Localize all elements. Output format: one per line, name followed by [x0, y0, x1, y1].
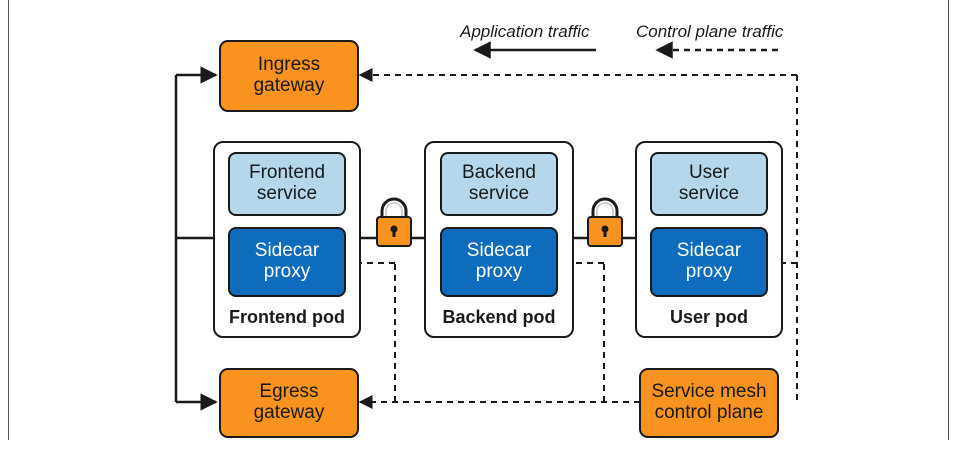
frontend-sidecar-proxy: Sidecar proxy [228, 227, 346, 297]
egress-gateway: Egress gateway [219, 368, 359, 438]
frontend-pod-label: Frontend pod [229, 307, 345, 327]
user-service: User service [650, 152, 768, 216]
legend-control-plane-traffic: Control plane traffic [636, 22, 784, 41]
legend-application-traffic: Application traffic [460, 22, 590, 41]
user-sidecar-proxy: Sidecar proxy [650, 227, 768, 297]
ingress-gateway: Ingress gateway [219, 40, 359, 112]
backend-sidecar-proxy: Sidecar proxy [440, 227, 558, 297]
lock-icon [587, 197, 623, 247]
frontend-service: Frontend service [228, 152, 346, 216]
lock-icon [376, 197, 412, 247]
service-mesh-control-plane: Service mesh control plane [639, 368, 779, 438]
figure-frame [8, 0, 949, 440]
backend-service: Backend service [440, 152, 558, 216]
user-pod-label: User pod [669, 307, 748, 327]
backend-pod-label: Backend pod [442, 307, 556, 327]
